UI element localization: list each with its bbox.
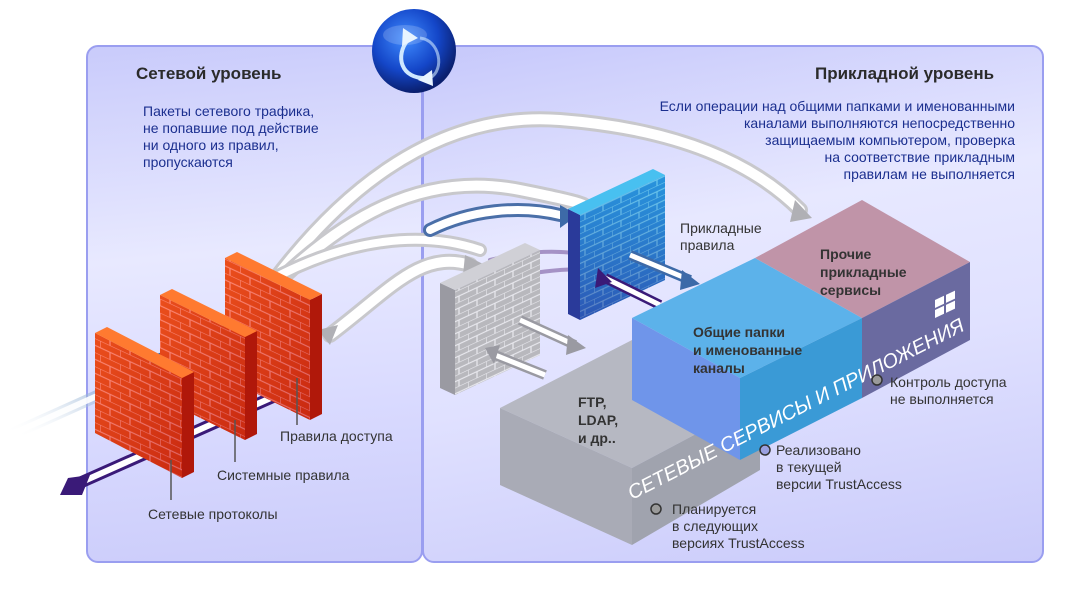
legend-marker-current	[759, 444, 771, 456]
label-system-rules: Системные правила	[217, 467, 350, 483]
firewall-gray	[440, 243, 540, 395]
firewall-network-protocols	[95, 327, 194, 478]
network-level-description: Пакеты сетевого трафика, не попавшие под…	[143, 103, 319, 170]
windows-logo-icon	[935, 290, 955, 318]
network-level-title: Сетевой уровень	[136, 64, 282, 83]
legend-planned: Планируется в следующих версиях TrustAcc…	[672, 501, 805, 551]
callout-lines	[170, 378, 298, 500]
arrowhead	[790, 200, 812, 222]
label-access-rules: Правила доступа	[280, 428, 393, 444]
legend-marker-planned	[650, 503, 662, 515]
services-box	[500, 200, 970, 545]
legend-no-control: Контроль доступа не выполняется	[890, 374, 1007, 407]
application-level-description: Если операции над общими папками и имено…	[659, 98, 1015, 182]
label-ftp-ldap: FTP, LDAP, и др..	[578, 394, 619, 446]
legend-current-version: Реализовано в текущей версии TrustAccess	[776, 442, 902, 492]
label-shared-folders: Общие папки и именованные каналы	[693, 324, 803, 376]
application-level-title: Прикладной уровень	[815, 64, 995, 83]
legend-marker-no-control	[871, 374, 883, 386]
label-network-protocols: Сетевые протоколы	[148, 506, 278, 522]
label-application-rules: Прикладные правила	[680, 220, 762, 253]
circular-arrows-icon	[372, 9, 456, 93]
label-other-services: Прочие прикладные сервисы	[820, 246, 907, 298]
